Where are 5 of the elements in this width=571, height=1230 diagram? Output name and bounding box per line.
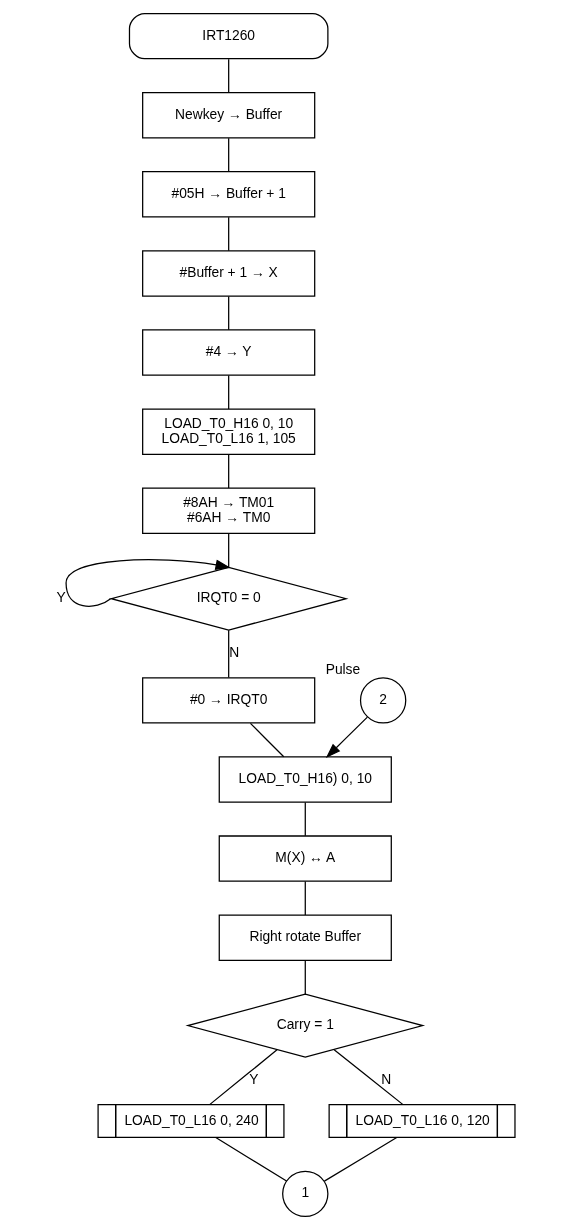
- edge-label: N: [381, 1071, 392, 1088]
- edge-label: Y: [249, 1071, 259, 1088]
- edge-label: Y: [56, 589, 66, 606]
- node-label: Pulse: [325, 660, 361, 677]
- edge-label: N: [229, 644, 240, 661]
